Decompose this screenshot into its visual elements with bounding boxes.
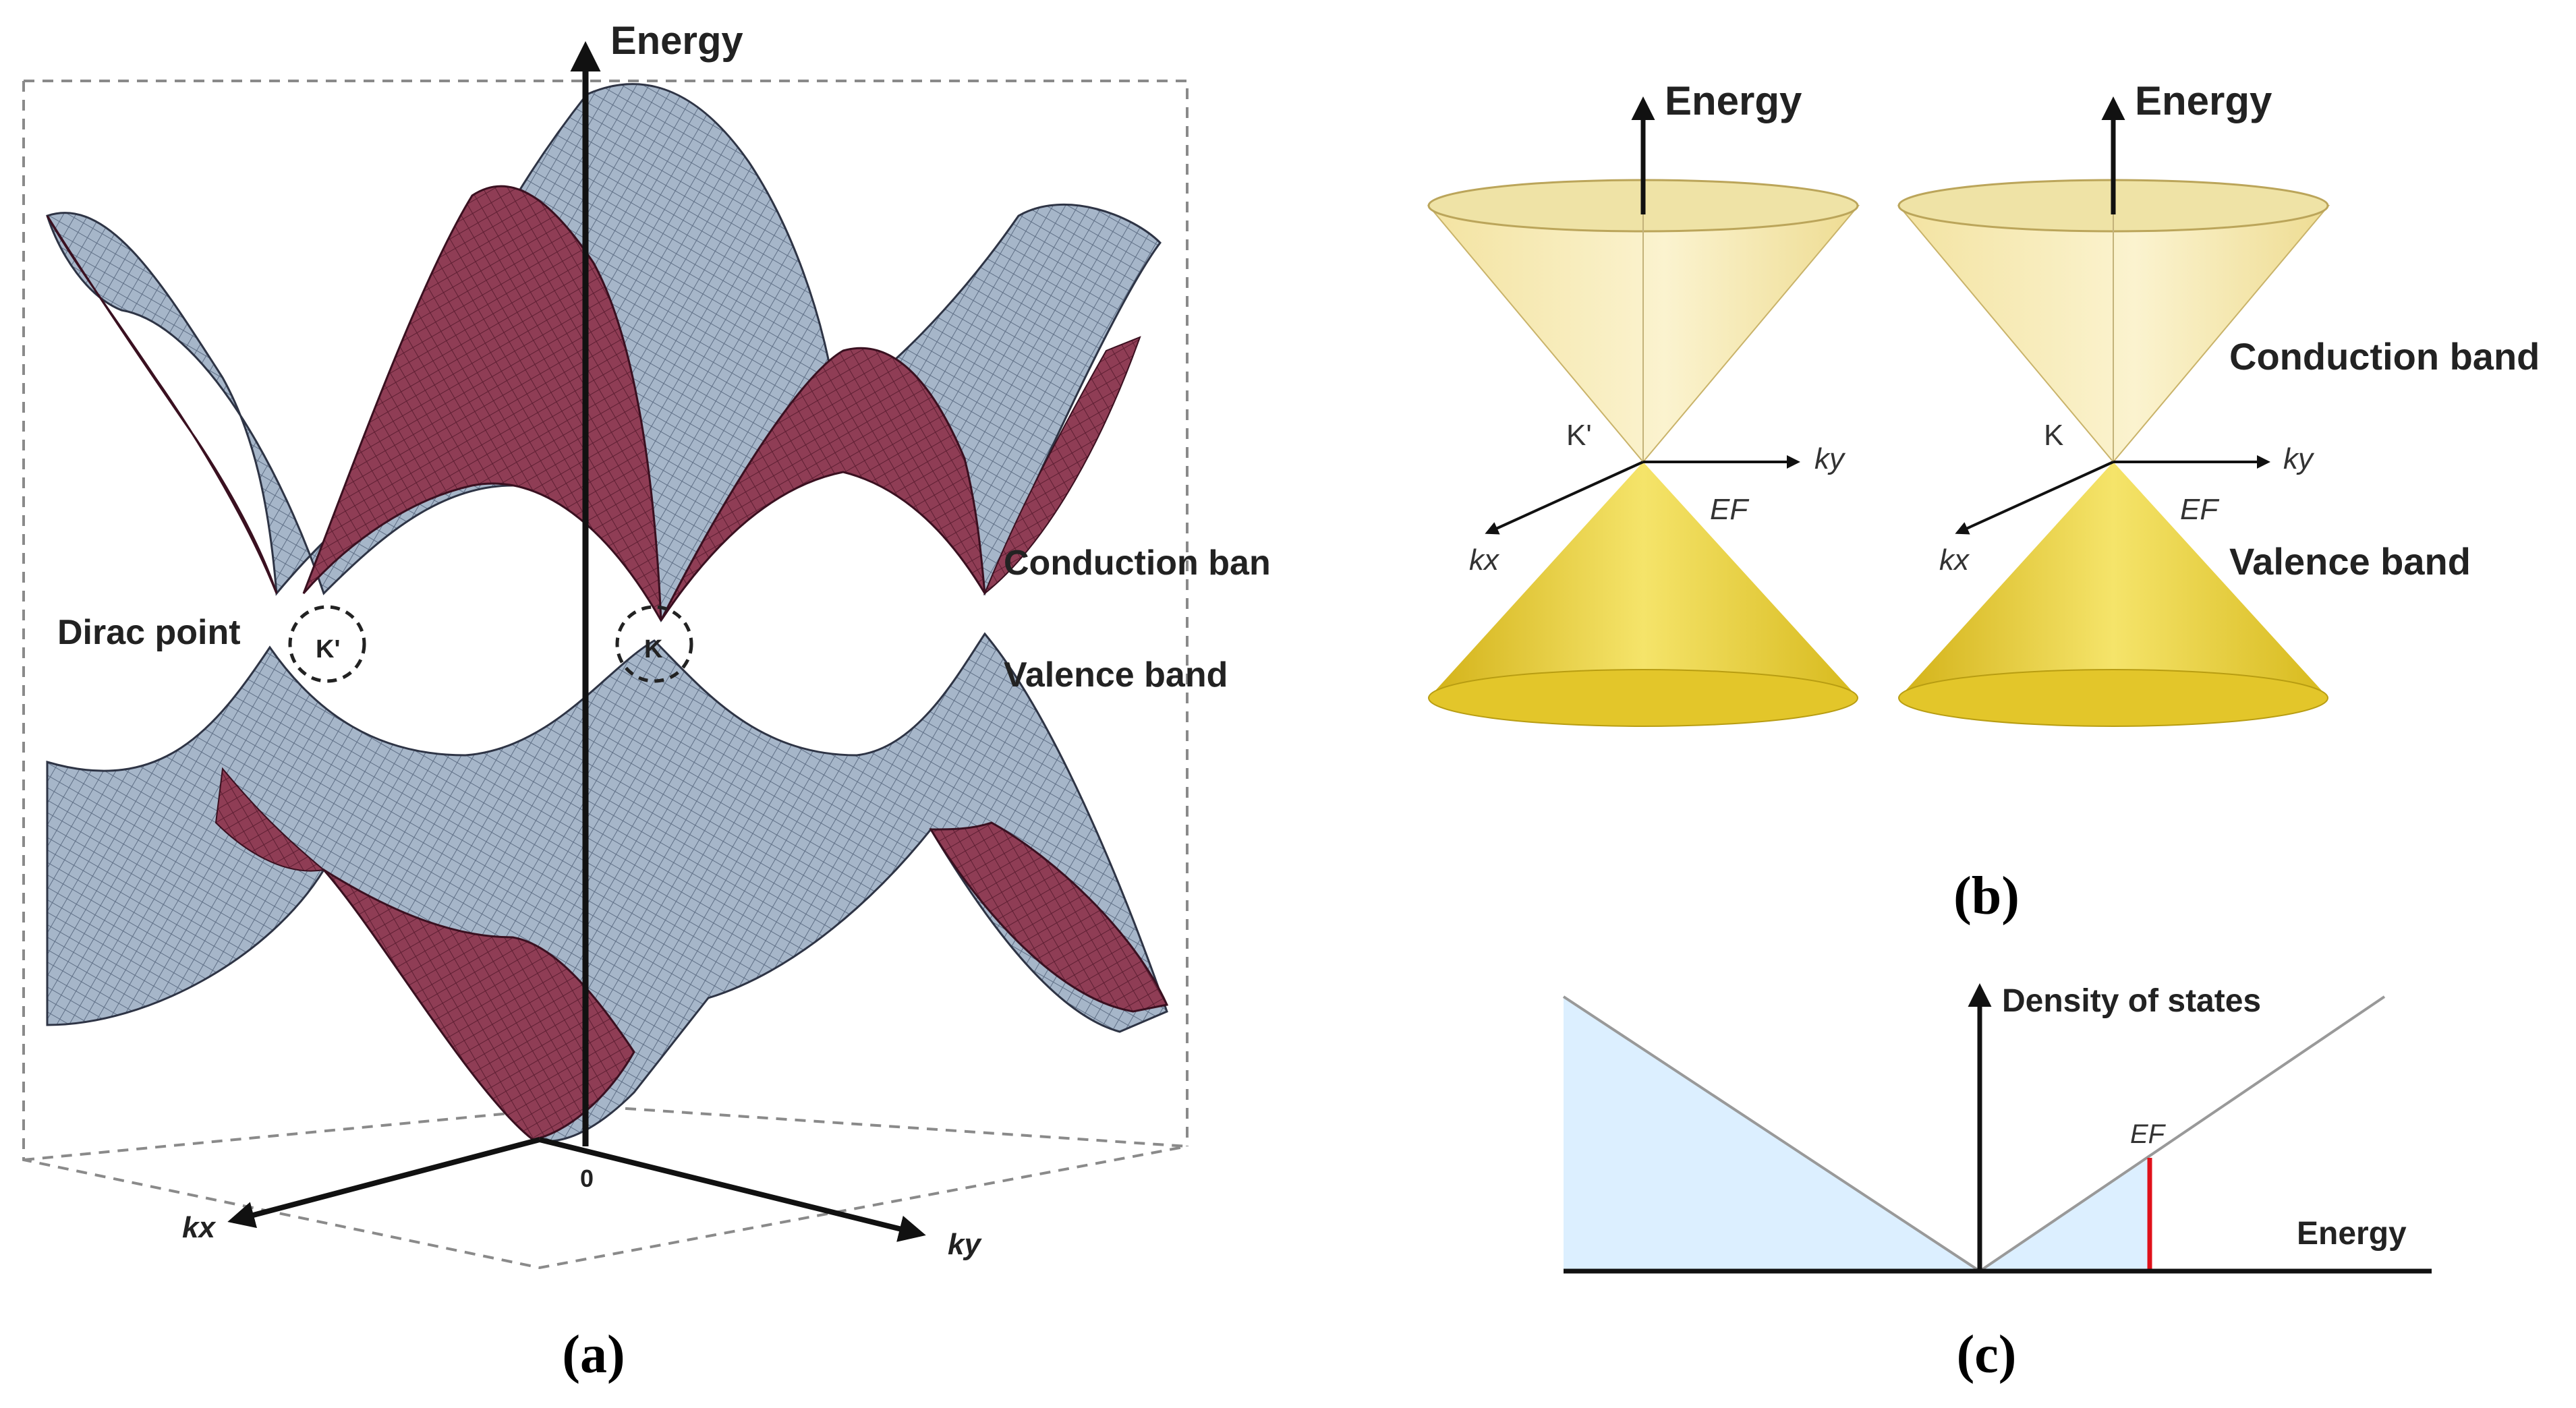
ef-label-left: EF xyxy=(1710,493,1749,526)
dirac-cone-kprime: Energy K' ky kx EF xyxy=(1427,78,1860,727)
kx-axis-left xyxy=(1485,461,1644,535)
origin-label: 0 xyxy=(580,1165,594,1192)
energy-axis-label: Energy xyxy=(610,19,743,63)
panel-c: Density of states Energy EF (c) xyxy=(1562,983,2432,1384)
kx-label-left: kx xyxy=(1469,544,1500,577)
valence-band-surface xyxy=(46,632,1169,1142)
energy-axis-label-c: Energy xyxy=(2297,1216,2407,1252)
caption-b: (b) xyxy=(1953,867,2020,926)
valence-band-label-b: Valence band xyxy=(2229,540,2471,583)
ef-label-c: EF xyxy=(2130,1119,2167,1149)
kx-axis-label: kx xyxy=(182,1211,216,1244)
kx-axis xyxy=(227,1137,541,1229)
caption-a: (a) xyxy=(562,1325,625,1384)
ef-label-right: EF xyxy=(2180,493,2219,526)
dirac-cone-k: Energy K ky kx EF xyxy=(1897,78,2330,727)
conduction-band-surface xyxy=(46,83,1162,622)
ky-label-right: ky xyxy=(2283,442,2315,475)
energy-label-right: Energy xyxy=(2135,78,2272,123)
valence-band-label: Valence band xyxy=(1004,655,1228,695)
ky-axis-label: ky xyxy=(948,1228,982,1261)
dirac-circle-kprime xyxy=(288,605,366,683)
ky-label-left: ky xyxy=(1814,442,1846,475)
energy-label-left: Energy xyxy=(1665,78,1802,123)
dos-line-left xyxy=(1562,995,1981,1272)
dirac-point-label: Dirac point xyxy=(57,613,241,652)
kx-axis-right xyxy=(1955,461,2114,535)
conduction-band-label: Conduction ban xyxy=(1004,544,1271,583)
k-prime-label-left: K' xyxy=(1566,419,1592,452)
dos-line-right xyxy=(1978,995,2386,1272)
panel-a: Energy 0 kx ky Conduction ban Valence ba… xyxy=(22,19,1271,1384)
k-prime-point-label: K' xyxy=(316,635,340,664)
conduction-band-label-b: Conduction band xyxy=(2229,335,2540,378)
dirac-circle-k xyxy=(615,605,693,683)
k-point-label: K xyxy=(644,635,663,664)
ky-axis xyxy=(539,1137,926,1242)
k-label-right: K xyxy=(2044,419,2063,452)
dashed-bounding-box xyxy=(22,80,1189,1270)
kx-label-right: kx xyxy=(1939,544,1970,577)
dos-axis-label: Density of states xyxy=(2002,983,2261,1019)
caption-c: (c) xyxy=(1957,1325,2017,1384)
panel-b: Energy K' ky kx EF Energy K ky kx EF Con… xyxy=(1427,78,2540,926)
